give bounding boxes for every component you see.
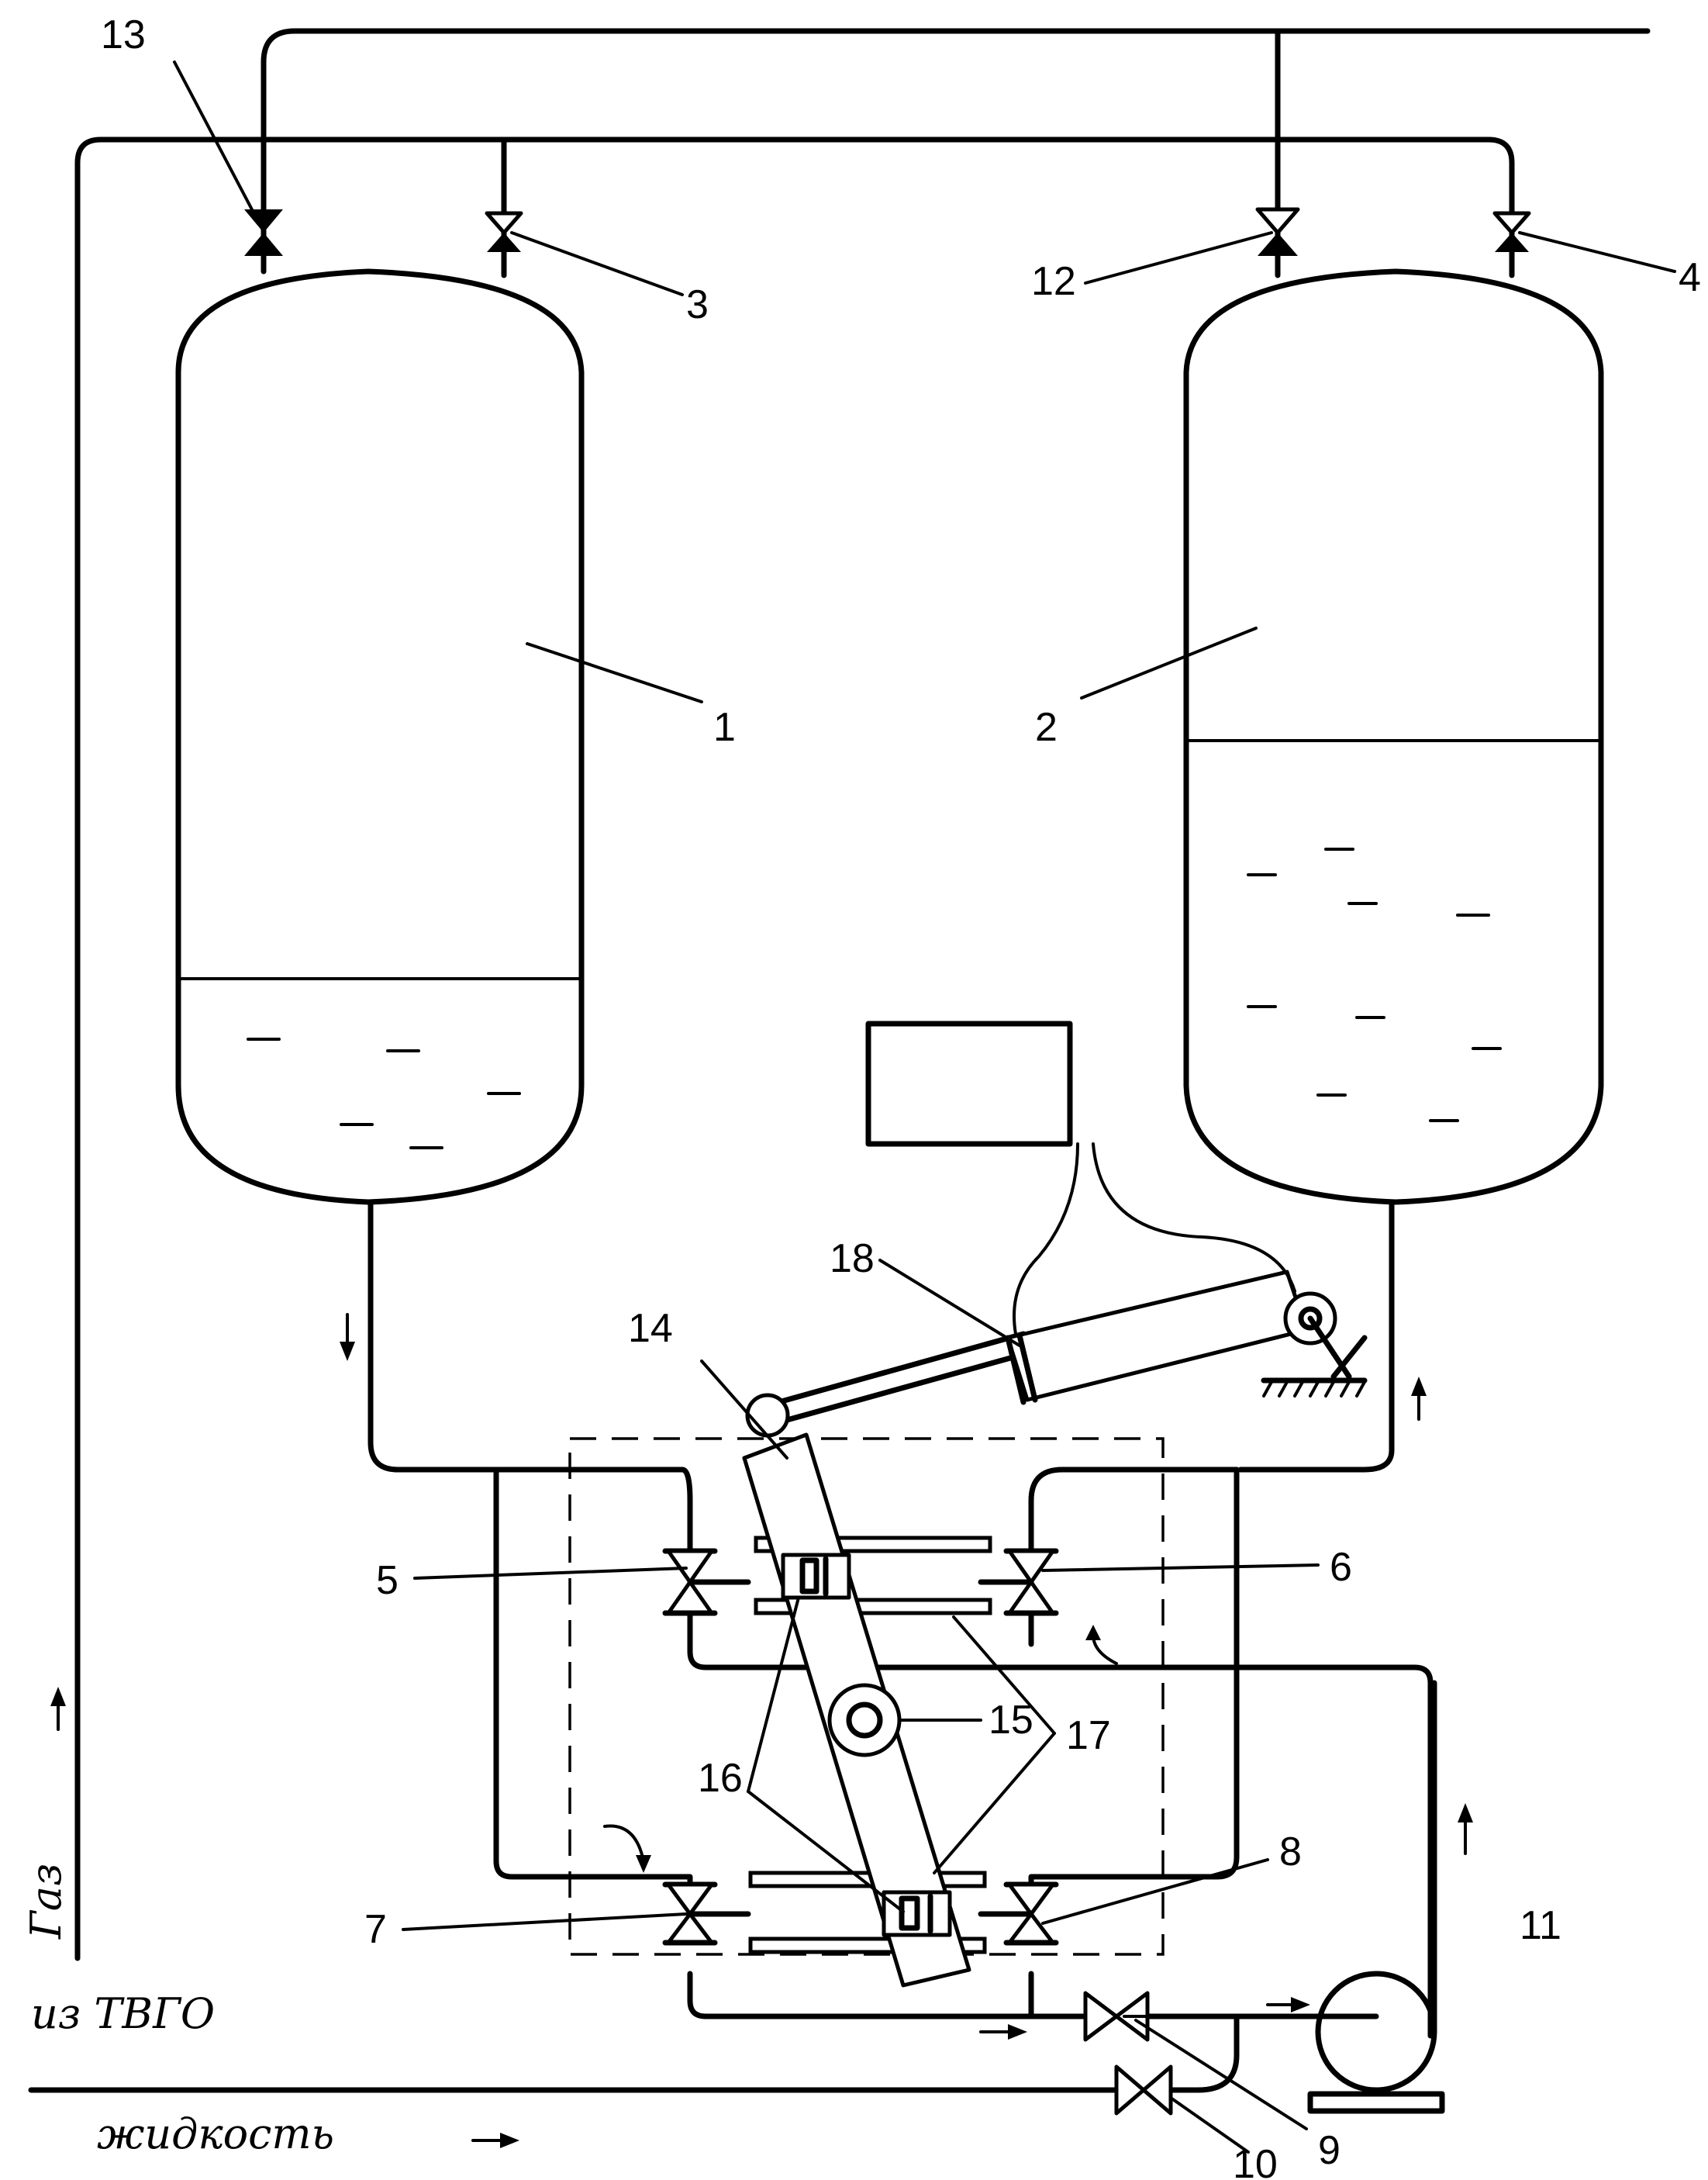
valve-5	[665, 1551, 748, 1613]
ground-hatch	[1264, 1382, 1365, 1396]
label-16: 16	[698, 1756, 743, 1801]
label-6: 6	[1330, 1545, 1352, 1590]
vessel-1	[178, 271, 702, 1202]
vessel-2	[1082, 271, 1601, 1202]
label-13: 13	[101, 12, 146, 57]
label-3: 3	[686, 282, 709, 327]
label-2: 2	[1035, 705, 1058, 750]
label-1: 1	[713, 705, 736, 750]
label-9: 9	[1318, 2128, 1341, 2173]
actuator-18	[747, 1272, 1365, 1435]
valve-13	[244, 209, 283, 256]
label-11: 11	[1520, 1903, 1561, 1948]
liquid-marks-1	[248, 1039, 519, 1148]
gas-annotation: Газ	[22, 1864, 71, 1940]
pump-11	[1310, 1683, 1442, 2111]
label-5: 5	[376, 1558, 399, 1603]
liquid-marks-2	[1248, 849, 1500, 1121]
source-annotation: из ТВГО	[31, 1989, 215, 2038]
label-15: 15	[989, 1698, 1033, 1743]
label-7: 7	[364, 1907, 387, 1952]
label-10: 10	[1233, 2142, 1278, 2180]
label-12: 12	[1031, 259, 1076, 304]
label-4: 4	[1679, 255, 1701, 300]
valve-10	[1116, 2067, 1171, 2113]
label-18: 18	[830, 1236, 875, 1281]
liquid-annotation: жидкость	[97, 2109, 334, 2158]
label-17: 17	[1066, 1713, 1111, 1758]
valve-12	[1258, 209, 1298, 256]
label-8: 8	[1279, 1829, 1302, 1874]
label-14: 14	[628, 1306, 673, 1351]
valve-6	[981, 1551, 1056, 1613]
valve-8	[981, 1885, 1056, 1943]
